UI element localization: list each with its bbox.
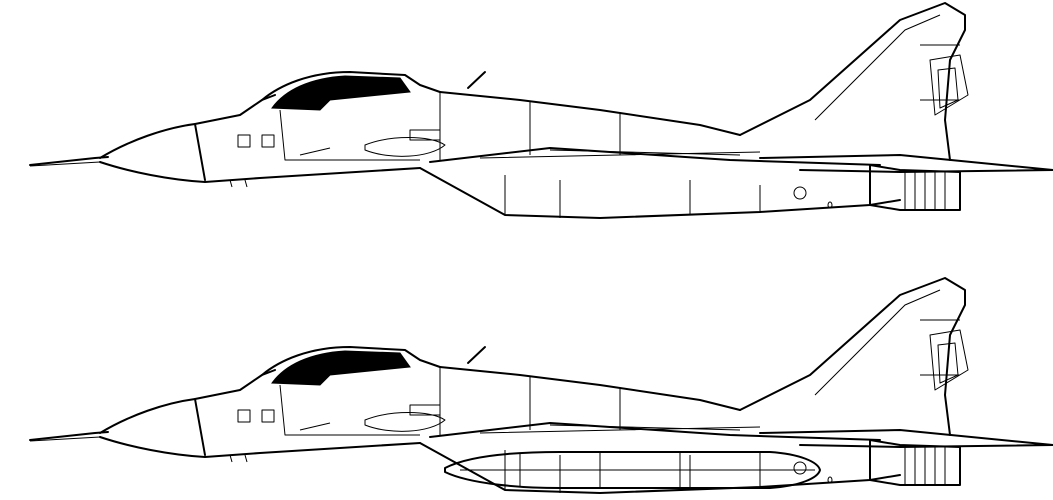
upper-aircraft-view	[29, 2, 1053, 219]
external-fuel-tank	[444, 451, 821, 489]
lower-aircraft-view	[29, 277, 1053, 494]
